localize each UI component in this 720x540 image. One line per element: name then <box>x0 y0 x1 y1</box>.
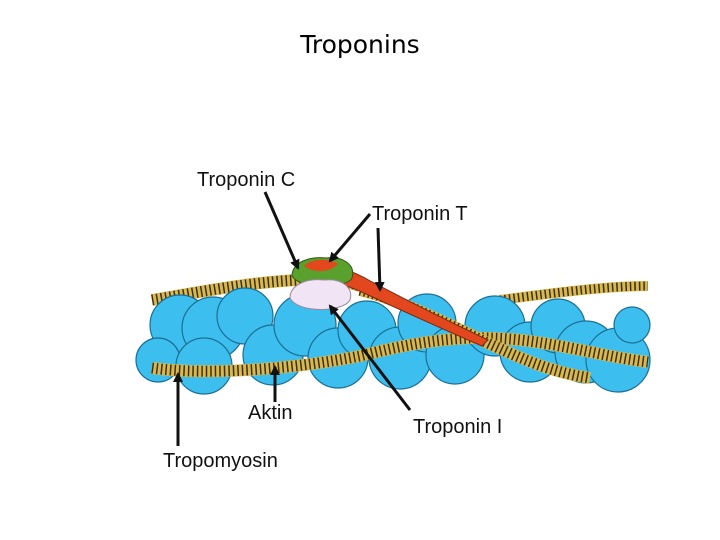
label-tropomyosin: Tropomyosin <box>163 450 278 472</box>
troponin-t <box>299 264 489 347</box>
label-troponin-i: Troponin I <box>413 416 502 438</box>
label-troponin-c: Troponin C <box>197 169 295 191</box>
page-title: Troponins <box>300 30 420 59</box>
label-aktin: Aktin <box>248 402 292 424</box>
arrow-troponin-i <box>328 304 412 411</box>
arrow-troponin-c <box>263 191 300 270</box>
arrow-troponin-t-left <box>328 213 372 263</box>
troponin-i <box>289 279 352 310</box>
arrow-troponin-t-down <box>374 227 385 292</box>
label-troponin-t: Troponin T <box>372 203 468 225</box>
